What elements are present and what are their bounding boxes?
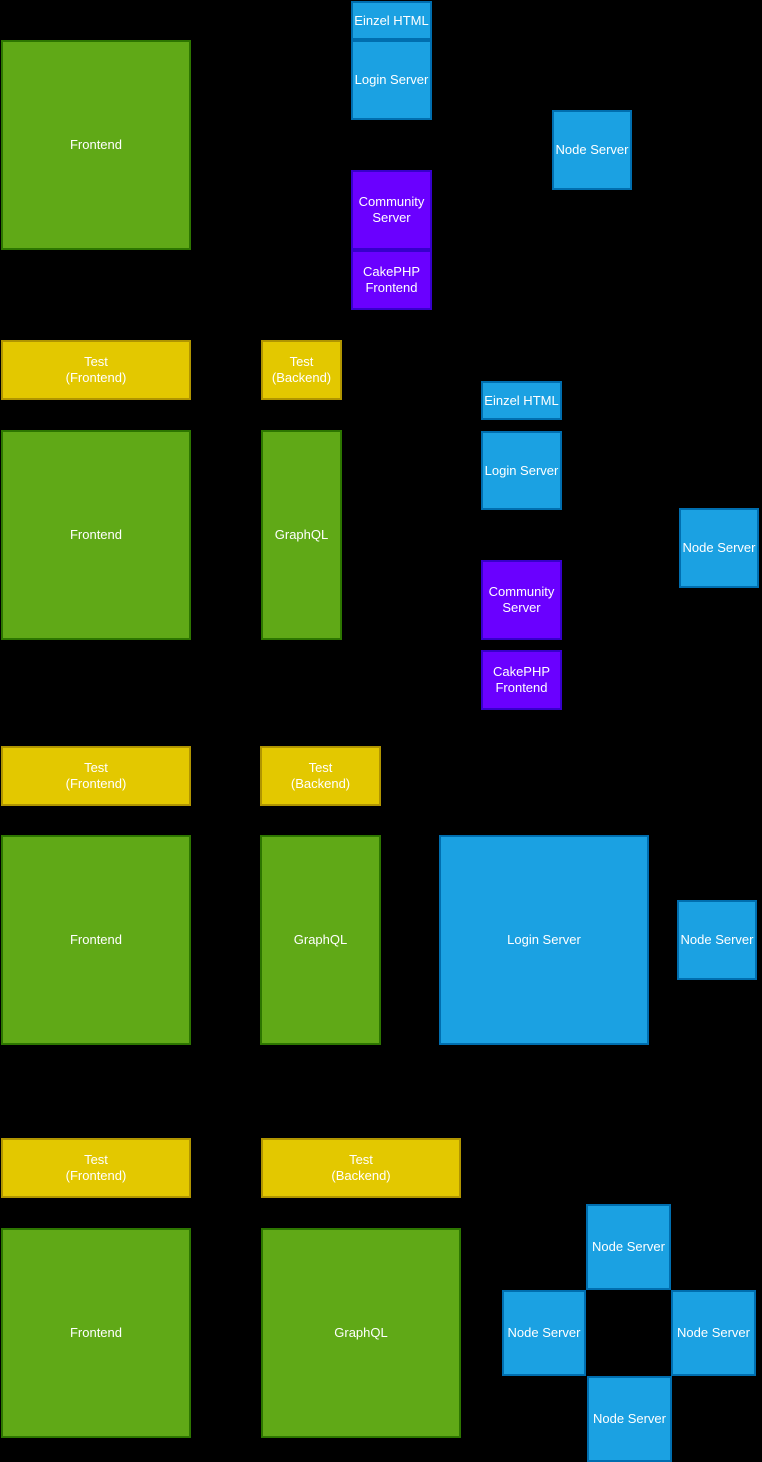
node-label: Test (Backend) bbox=[290, 760, 351, 791]
phase1-frontend-node[interactable]: Frontend bbox=[1, 40, 191, 250]
phase3-test-backend-node[interactable]: Test (Backend) bbox=[260, 746, 381, 806]
node-label: GraphQL bbox=[334, 1325, 388, 1341]
phase2-cakephp-frontend-node[interactable]: CakePHP Frontend bbox=[481, 650, 562, 710]
phase2-community-server-node[interactable]: Community Server bbox=[481, 560, 562, 640]
phase1-einzel-html-node[interactable]: Einzel HTML bbox=[351, 1, 432, 40]
phase1-cakephp-frontend-node[interactable]: CakePHP Frontend bbox=[351, 250, 432, 310]
node-label: Frontend bbox=[69, 527, 123, 543]
phase3-frontend-node[interactable]: Frontend bbox=[1, 835, 191, 1045]
node-label: Frontend bbox=[69, 932, 123, 948]
node-label: Node Server bbox=[680, 932, 754, 948]
node-label: Community Server bbox=[358, 194, 425, 225]
phase1-login-server-node[interactable]: Login Server bbox=[351, 40, 432, 120]
node-label: Login Server bbox=[484, 462, 559, 478]
phase4-graphql-node[interactable]: GraphQL bbox=[261, 1228, 461, 1438]
node-label: CakePHP Frontend bbox=[492, 664, 551, 695]
phase4-test-frontend-node[interactable]: Test (Frontend) bbox=[1, 1138, 191, 1198]
node-label: Test (Backend) bbox=[271, 354, 332, 385]
phase1-community-server-node[interactable]: Community Server bbox=[351, 170, 432, 250]
phase3-node-server-node[interactable]: Node Server bbox=[677, 900, 757, 980]
phase4-test-backend-node[interactable]: Test (Backend) bbox=[261, 1138, 461, 1198]
node-label: Node Server bbox=[682, 540, 756, 556]
phase4-node-server-left-node[interactable]: Node Server bbox=[502, 1290, 586, 1376]
node-label: GraphQL bbox=[293, 932, 348, 948]
node-label: GraphQL bbox=[274, 527, 329, 543]
node-label: Node Server bbox=[555, 142, 629, 158]
node-label: Login Server bbox=[354, 72, 429, 88]
node-label: Login Server bbox=[507, 932, 581, 948]
node-label: Test (Frontend) bbox=[65, 1152, 127, 1183]
node-label: CakePHP Frontend bbox=[362, 264, 421, 295]
phase3-login-server-node[interactable]: Login Server bbox=[439, 835, 649, 1045]
phase2-test-frontend-node[interactable]: Test (Frontend) bbox=[1, 340, 191, 400]
node-label: Test (Frontend) bbox=[65, 354, 127, 385]
phase3-graphql-node[interactable]: GraphQL bbox=[260, 835, 381, 1045]
node-label: Frontend bbox=[69, 1325, 123, 1341]
phase4-frontend-node[interactable]: Frontend bbox=[1, 1228, 191, 1438]
phase2-login-server-node[interactable]: Login Server bbox=[481, 431, 562, 510]
phase2-frontend-node[interactable]: Frontend bbox=[1, 430, 191, 640]
phase4-node-server-bottom-node[interactable]: Node Server bbox=[587, 1376, 672, 1462]
node-label: Node Server bbox=[592, 1239, 665, 1255]
node-label: Einzel HTML bbox=[484, 392, 559, 408]
phase4-node-server-right-node[interactable]: Node Server bbox=[671, 1290, 756, 1376]
node-label: Node Server bbox=[593, 1411, 666, 1427]
node-label: Einzel HTML bbox=[354, 12, 429, 28]
node-label: Node Server bbox=[507, 1325, 581, 1341]
phase2-test-backend-node[interactable]: Test (Backend) bbox=[261, 340, 342, 400]
phase2-einzel-html-node[interactable]: Einzel HTML bbox=[481, 381, 562, 420]
phase3-test-frontend-node[interactable]: Test (Frontend) bbox=[1, 746, 191, 806]
node-label: Test (Backend) bbox=[331, 1152, 391, 1183]
phase1-node-server-node[interactable]: Node Server bbox=[552, 110, 632, 190]
node-label: Test (Frontend) bbox=[65, 760, 127, 791]
node-label: Frontend bbox=[69, 137, 123, 153]
phase2-graphql-node[interactable]: GraphQL bbox=[261, 430, 342, 640]
phase2-node-server-node[interactable]: Node Server bbox=[679, 508, 759, 588]
node-label: Node Server bbox=[677, 1325, 750, 1341]
phase4-node-server-top-node[interactable]: Node Server bbox=[586, 1204, 671, 1290]
node-label: Community Server bbox=[488, 584, 555, 615]
